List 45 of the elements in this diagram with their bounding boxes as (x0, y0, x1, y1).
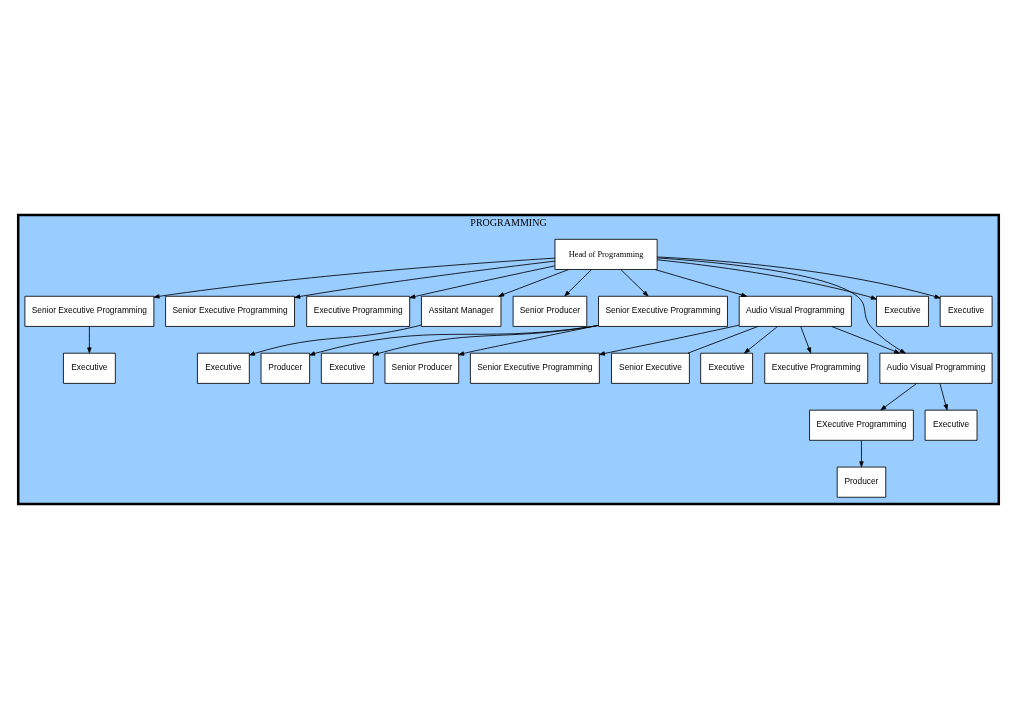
node-box: Executive (876, 295, 929, 327)
arrow (656, 257, 906, 354)
arrow (656, 256, 941, 299)
node-box: Senior Executive (611, 352, 690, 384)
arrow (656, 259, 877, 300)
arrow (831, 326, 900, 354)
arrow (153, 257, 556, 299)
node-box: Executive (924, 409, 978, 441)
arrow (800, 326, 812, 354)
arrow (373, 325, 599, 356)
node-box: Producer (260, 352, 311, 384)
arrow (309, 325, 599, 356)
arrow (939, 383, 948, 411)
node-box: Executive (63, 352, 116, 384)
arrow (87, 326, 92, 354)
node-box: Senior Producer (384, 352, 460, 384)
node-box: Senior Producer (512, 295, 588, 327)
arrow (498, 269, 569, 297)
node-box: Senior Executive Programming (598, 295, 728, 327)
node-box: Senior Executive Programming (165, 295, 295, 327)
node-box: Executive (939, 295, 993, 327)
arrow (744, 326, 778, 354)
connector (687, 326, 759, 354)
node-box: Head of Programming (554, 238, 658, 270)
node-box: Producer (836, 466, 887, 498)
arrow (249, 324, 422, 356)
node-box: Assitant Manager (421, 295, 502, 327)
node-box: Executive (197, 352, 250, 384)
node-box: Executive Programming (306, 295, 411, 327)
node-box: Executive Programming (764, 352, 869, 384)
arrow (564, 269, 592, 297)
arrow (620, 269, 649, 297)
arrow (294, 260, 556, 299)
arrow (409, 265, 556, 299)
arrow (599, 324, 740, 356)
node-box: Executive (700, 352, 753, 384)
arrow (880, 383, 917, 411)
node-box: Audio Visual Programming (738, 295, 852, 327)
node-box: EXecutive Programming (809, 409, 914, 441)
arrow (654, 269, 747, 297)
arrow (859, 440, 864, 468)
node-box: Senior Executive Programming (24, 295, 155, 327)
node-box: Senior Executive Programming (469, 352, 600, 384)
node-box: Audio Visual Programming (879, 352, 993, 384)
node-box: Executive (320, 352, 374, 384)
